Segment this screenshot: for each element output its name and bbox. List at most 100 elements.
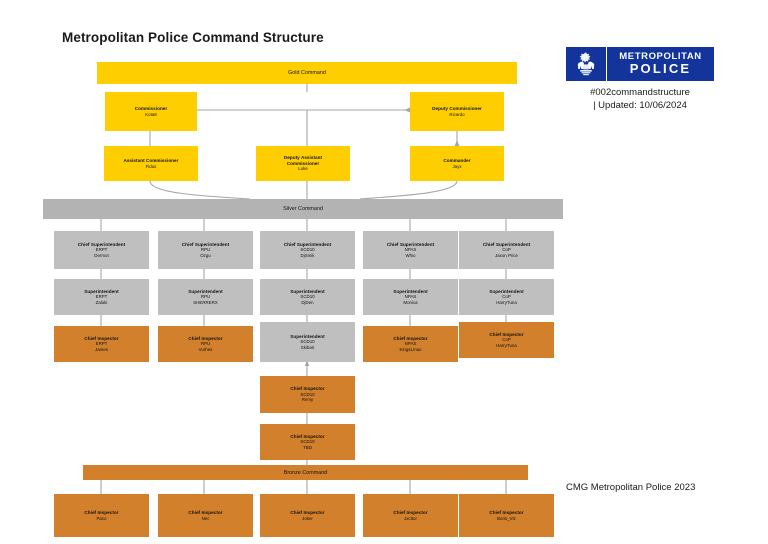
node-role: Chief Superintendent: [77, 241, 126, 247]
node-commander[interactable]: Commander Jayx: [410, 146, 504, 181]
node-unit: NPAS: [404, 294, 417, 300]
node-bronze-2[interactable]: Chief Inspector Nec: [158, 494, 253, 537]
node-role: Chief Inspector: [84, 510, 119, 516]
node-chsupt-scd10[interactable]: Chief Superintendent SCD10 DjSmik: [260, 231, 355, 269]
node-chsupt-erpt[interactable]: Chief Superintendent ERPT Dermot: [54, 231, 149, 269]
node-person: Boris_Vtz: [497, 515, 516, 521]
node-role: Chief Superintendent: [283, 241, 332, 247]
node-role: Chief Inspector: [489, 510, 524, 516]
royal-crest-icon: [566, 47, 607, 81]
logo-caption-line-2: | Updated: 10/06/2024: [593, 99, 687, 111]
node-unit: SCD10: [300, 391, 315, 397]
node-unit: NPAS: [404, 247, 417, 253]
node-person: Paco: [96, 515, 107, 521]
band-silver-label: Silver Command: [283, 206, 323, 212]
node-chinsp-scd10-tbd[interactable]: Chief Inspector SCD10 TBD: [260, 424, 355, 460]
node-supt-cop[interactable]: Superintendent CoP HarryTuna: [459, 279, 554, 315]
band-bronze-command[interactable]: Bronze Command: [83, 465, 528, 480]
node-chsupt-npas[interactable]: Chief Superintendent NPAS Whio: [363, 231, 458, 269]
node-role: Chief Inspector: [290, 433, 325, 439]
node-role: Chief Inspector: [188, 335, 223, 341]
node-role: Superintendent: [84, 288, 119, 294]
node-person: Jaxon Price: [495, 252, 518, 258]
logo-bar: METROPOLITAN POLICE: [566, 47, 714, 81]
node-unit: CoP: [502, 247, 511, 253]
node-unit: CoP: [502, 294, 511, 300]
node-role: Chief Inspector: [393, 335, 428, 341]
node-assistant-commissioner[interactable]: Assistant Commissioner Fidus: [104, 146, 198, 181]
footer-note: CMG Metropolitan Police 2023: [566, 482, 696, 493]
node-chinsp-erpt[interactable]: Chief Inspector ERPT James: [54, 326, 149, 362]
node-unit: SCD10: [300, 294, 315, 300]
node-person: Skibari: [300, 344, 315, 350]
node-commissioner[interactable]: Commissioner Kota8: [105, 92, 197, 131]
node-person: Luke: [298, 166, 308, 172]
node-role: Commissioner: [134, 106, 168, 112]
node-unit: ERPT: [95, 341, 108, 347]
node-role: Chief Superintendent: [482, 241, 531, 247]
node-person: Remy: [301, 397, 314, 403]
node-person: Jxcttor: [404, 515, 417, 521]
node-role: Chief Inspector: [290, 386, 325, 392]
node-unit: NPAS: [404, 341, 417, 347]
node-bronze-5[interactable]: Chief Inspector Boris_Vtz: [459, 494, 554, 537]
page-title: Metropolitan Police Command Structure: [62, 30, 324, 45]
node-person: DjSmik: [300, 252, 315, 258]
node-person: HarryTuna: [496, 299, 517, 305]
node-chinsp-scd10-remy[interactable]: Chief Inspector SCD10 Remy: [260, 376, 355, 413]
node-supt2-scd10[interactable]: Superintendent SCD10 Skibari: [260, 322, 355, 362]
node-deputy-commissioner[interactable]: Deputy Commissioner Ricardo: [410, 92, 504, 131]
node-supt-npas[interactable]: Superintendent NPAS Monica: [363, 279, 458, 315]
node-person: HarryTuna: [496, 342, 517, 348]
node-person: Ozgu: [200, 252, 211, 258]
node-person: Ricardo: [449, 111, 465, 117]
node-role: Chief Inspector: [393, 510, 428, 516]
node-role: Superintendent: [489, 288, 524, 294]
node-person: KingsLmao: [399, 346, 422, 352]
node-unit: CoP: [502, 337, 511, 343]
logo-line-2: POLICE: [629, 61, 692, 77]
node-role: Chief Superintendent: [386, 241, 435, 247]
node-unit: SCD10: [300, 247, 315, 253]
node-person: Zaluki: [95, 299, 108, 305]
node-role: Superintendent: [290, 333, 325, 339]
node-chsupt-cop[interactable]: Chief Superintendent CoP Jaxon Price: [459, 231, 554, 269]
node-person: Kota8: [145, 111, 157, 117]
node-unit: ERPT: [95, 247, 108, 253]
node-person: Dermot: [94, 252, 109, 258]
node-chinsp-cop[interactable]: Chief Inspector CoP HarryTuna: [459, 322, 554, 358]
node-role: Superintendent: [290, 288, 325, 294]
node-unit: RPU: [200, 247, 211, 253]
node-bronze-4[interactable]: Chief Inspector Jxcttor: [363, 494, 458, 537]
node-person: DjDen: [301, 299, 314, 305]
node-unit: RPU: [200, 341, 211, 347]
node-person: Fidus: [145, 163, 157, 169]
node-supt-scd10[interactable]: Superintendent SCD10 DjDen: [260, 279, 355, 315]
node-supt-erpt[interactable]: Superintendent ERPT Zaluki: [54, 279, 149, 315]
node-bronze-1[interactable]: Chief Inspector Paco: [54, 494, 149, 537]
node-person: James: [95, 346, 108, 352]
node-role: Deputy Assistant Commissioner: [283, 155, 323, 166]
band-gold-label: Gold Command: [288, 70, 326, 76]
node-chinsp-rpu[interactable]: Chief Inspector RPU Vurhes: [158, 326, 253, 362]
node-person: TBD: [303, 444, 312, 450]
logo-line-1: METROPOLITAN: [619, 51, 702, 63]
node-bronze-3[interactable]: Chief Inspector Joker: [260, 494, 355, 537]
node-role: Commander: [443, 158, 471, 164]
node-chsupt-rpu[interactable]: Chief Superintendent RPU Ozgu: [158, 231, 253, 269]
node-supt-rpu[interactable]: Superintendent RPU SHERRERX: [158, 279, 253, 315]
node-role: Deputy Commissioner: [432, 106, 482, 112]
metropolitan-police-logo: METROPOLITAN POLICE #002commandstructure…: [566, 47, 714, 113]
node-person: Whio: [405, 252, 416, 258]
band-silver-command[interactable]: Silver Command: [43, 199, 563, 219]
node-role: Chief Inspector: [290, 510, 325, 516]
node-deputy-assistant-commissioner[interactable]: Deputy Assistant Commissioner Luke: [256, 146, 350, 181]
band-gold-command[interactable]: Gold Command: [97, 62, 517, 84]
node-person: Monica: [403, 299, 418, 305]
node-person: Vurhes: [198, 346, 213, 352]
node-role: Chief Inspector: [188, 510, 223, 516]
node-role: Assistant Commissioner: [123, 158, 179, 164]
node-unit: SCD10: [300, 339, 315, 345]
node-chinsp-npas[interactable]: Chief Inspector NPAS KingsLmao: [363, 326, 458, 362]
